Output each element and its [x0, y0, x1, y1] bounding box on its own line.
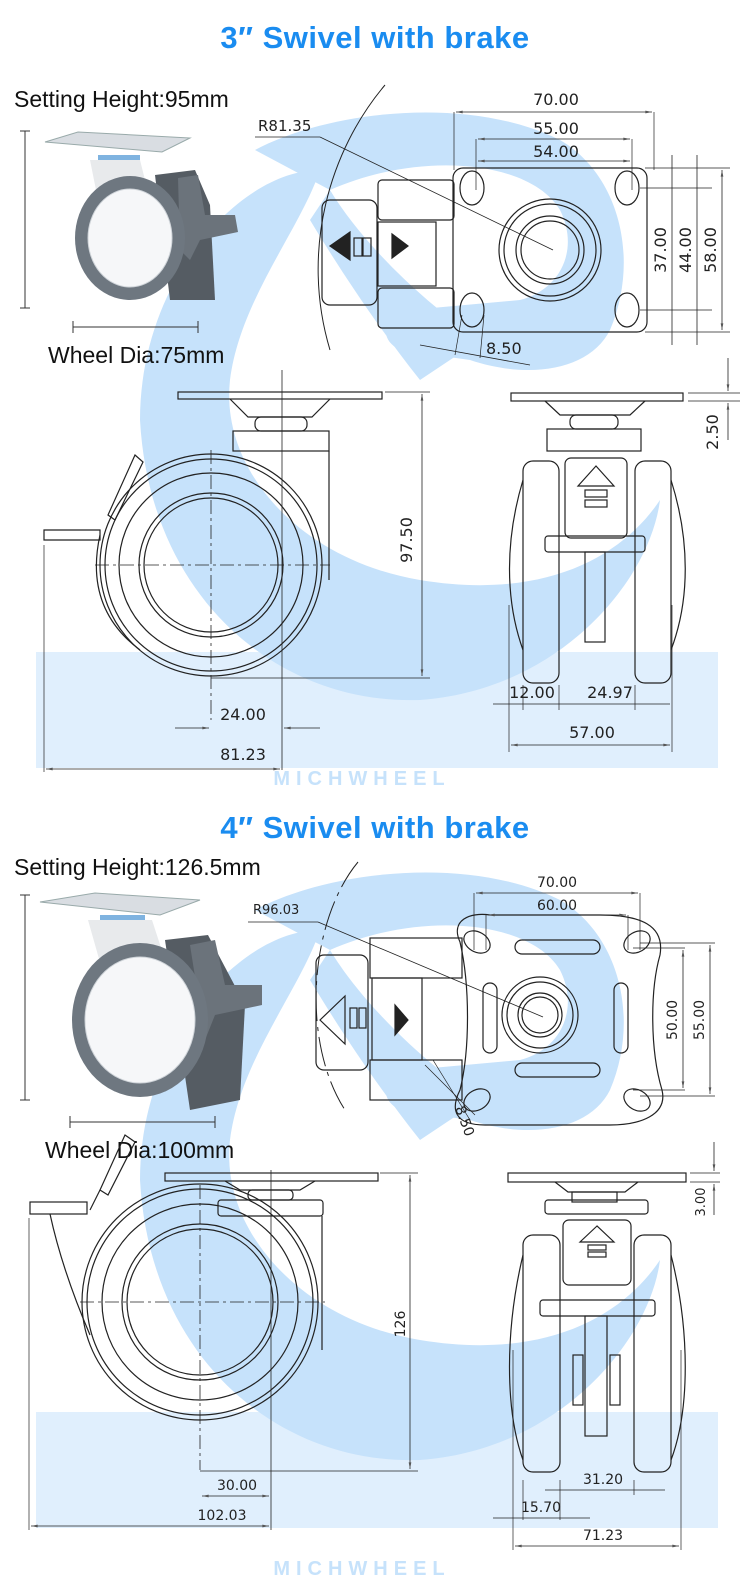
- watermark-text: MICHWHEEL: [273, 768, 450, 790]
- caster-photo: [20, 892, 262, 1128]
- section-title: 3″ Swivel with brake: [220, 20, 530, 55]
- side-view-3in: [43, 370, 430, 772]
- wheel-diameter-label: Wheel Dia:100mm: [45, 1137, 235, 1163]
- dim-plate-thickness: 2.50: [703, 414, 722, 450]
- top-view-4in: [248, 861, 715, 1126]
- dim-total-width: 57.00: [569, 723, 615, 742]
- watermark-band: [36, 1412, 718, 1528]
- dim-offset: 24.00: [220, 705, 266, 724]
- dim-hole-spacing: 60.00: [537, 898, 577, 914]
- dim-plate-width: 70.00: [533, 90, 579, 109]
- watermark-text: MICHWHEEL: [273, 1558, 450, 1580]
- dim-plate-depth: 58.00: [701, 227, 720, 273]
- dim-radius: R96.03: [253, 903, 299, 918]
- section-4-inch-caster: 4″ Swivel with brake Setting Height:126.…: [0, 790, 750, 1583]
- dim-wheel-gap: 24.97: [587, 683, 633, 702]
- dim-radius: R81.35: [258, 117, 311, 135]
- front-view-3in: [493, 358, 740, 752]
- setting-height-label: Setting Height:95mm: [14, 86, 229, 112]
- dim-offset: 30.00: [217, 1478, 257, 1494]
- dim-hole-spacing-inner: 54.00: [533, 142, 579, 161]
- dim-total-length: 81.23: [220, 745, 266, 764]
- section-title: 4″ Swivel with brake: [220, 810, 530, 845]
- dim-plate-thickness: 3.00: [694, 1188, 709, 1217]
- section-3-inch-caster: 3″ Swivel with brake Setting Height:95mm…: [0, 0, 750, 790]
- dim-total-width: 71.23: [583, 1528, 623, 1544]
- top-view-3in: [255, 84, 730, 366]
- technical-drawing-4in: R96.03 70.00 60.00 50.00 55.00 8.50: [20, 861, 720, 1580]
- front-view-4in: [493, 1142, 720, 1550]
- dim-wheel-width: 12.00: [509, 683, 555, 702]
- watermark-band: [36, 652, 718, 768]
- dim-total-height: 97.50: [397, 517, 416, 563]
- dim-wheel-width: 15.70: [521, 1500, 561, 1516]
- dim-hole-spacing-outer: 55.00: [533, 119, 579, 138]
- dim-hole-vertical-outer: 55.00: [692, 1000, 708, 1040]
- dim-plate-width: 70.00: [537, 875, 577, 891]
- dim-total-length: 102.03: [198, 1508, 247, 1524]
- dim-hole-vertical-inner: 37.00: [651, 227, 670, 273]
- dim-total-height: 126: [393, 1311, 409, 1338]
- setting-height-label: Setting Height:126.5mm: [14, 854, 261, 880]
- dim-hole-vertical-inner: 50.00: [665, 1000, 681, 1040]
- dim-wheel-gap: 31.20: [583, 1472, 623, 1488]
- wheel-diameter-label: Wheel Dia:75mm: [48, 342, 225, 368]
- background-logo: [140, 872, 660, 1461]
- background-logo: [140, 112, 660, 701]
- technical-drawing-3in: R81.35 70.00 55.00 54.00 37.00 44.00 58.…: [20, 84, 740, 790]
- caster-photo: [20, 130, 238, 333]
- side-view-4in: [28, 1134, 418, 1530]
- dim-slot-width: 8.50: [486, 339, 522, 358]
- dim-hole-vertical-outer: 44.00: [676, 227, 695, 273]
- dim-slot-width: 8.50: [451, 1104, 477, 1139]
